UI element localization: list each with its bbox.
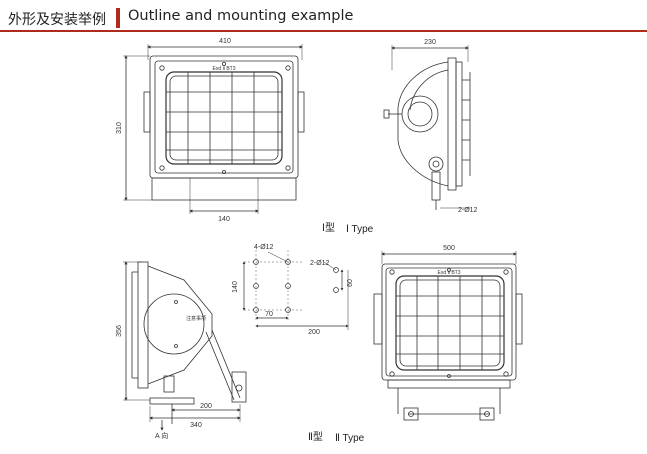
header-title-en: Outline and mounting example	[128, 8, 354, 24]
type2-view-label: A 向	[155, 431, 168, 440]
header-underline	[0, 30, 647, 32]
type2-v-dim-140: 140	[232, 281, 239, 293]
type2-side-view: 注意事项	[123, 261, 247, 431]
section-header: 外形及安装举例 Outline and mounting example	[0, 0, 647, 34]
type2-nameplate: Exd Ⅱ BT3	[437, 270, 460, 276]
type1-side-view	[383, 45, 471, 210]
type1-depth-dim: 230	[424, 39, 436, 46]
type1-hole-label: 2-Ø12	[458, 207, 478, 214]
type1-base-dim: 140	[218, 216, 230, 223]
type1-nameplate: Exd Ⅱ BT3	[212, 66, 235, 72]
svg-text:注意事项: 注意事项	[186, 315, 206, 322]
type2-hole-pattern	[242, 250, 349, 330]
type2-h-dim-70: 70	[265, 311, 273, 318]
type2-height-dim: 356	[116, 325, 123, 337]
type2-caption-cn: Ⅱ型	[308, 430, 323, 443]
type2-width-dim: 500	[443, 245, 455, 252]
type2-arm-dim: 200	[200, 403, 212, 410]
type2-base-dim: 340	[190, 422, 202, 429]
type1-width-dim: 410	[219, 38, 231, 45]
type2-front-view	[373, 251, 523, 421]
type1-caption-cn: Ⅰ型	[322, 221, 335, 234]
header-title-cn: 外形及安装举例	[8, 12, 106, 28]
type2-hole-pair-label: 2-Ø12	[310, 260, 330, 267]
header-separator	[116, 8, 120, 28]
type2-caption-en: Ⅱ Type	[335, 433, 365, 444]
type1-height-dim: 310	[116, 122, 123, 134]
type2-v-dim-60: 60	[347, 279, 354, 287]
type1-front-view	[123, 44, 305, 214]
type1-caption-en: Ⅰ Type	[346, 224, 374, 235]
type2-h-dim-200: 200	[308, 329, 320, 336]
type2-hole-pattern-label: 4-Ø12	[254, 244, 274, 251]
